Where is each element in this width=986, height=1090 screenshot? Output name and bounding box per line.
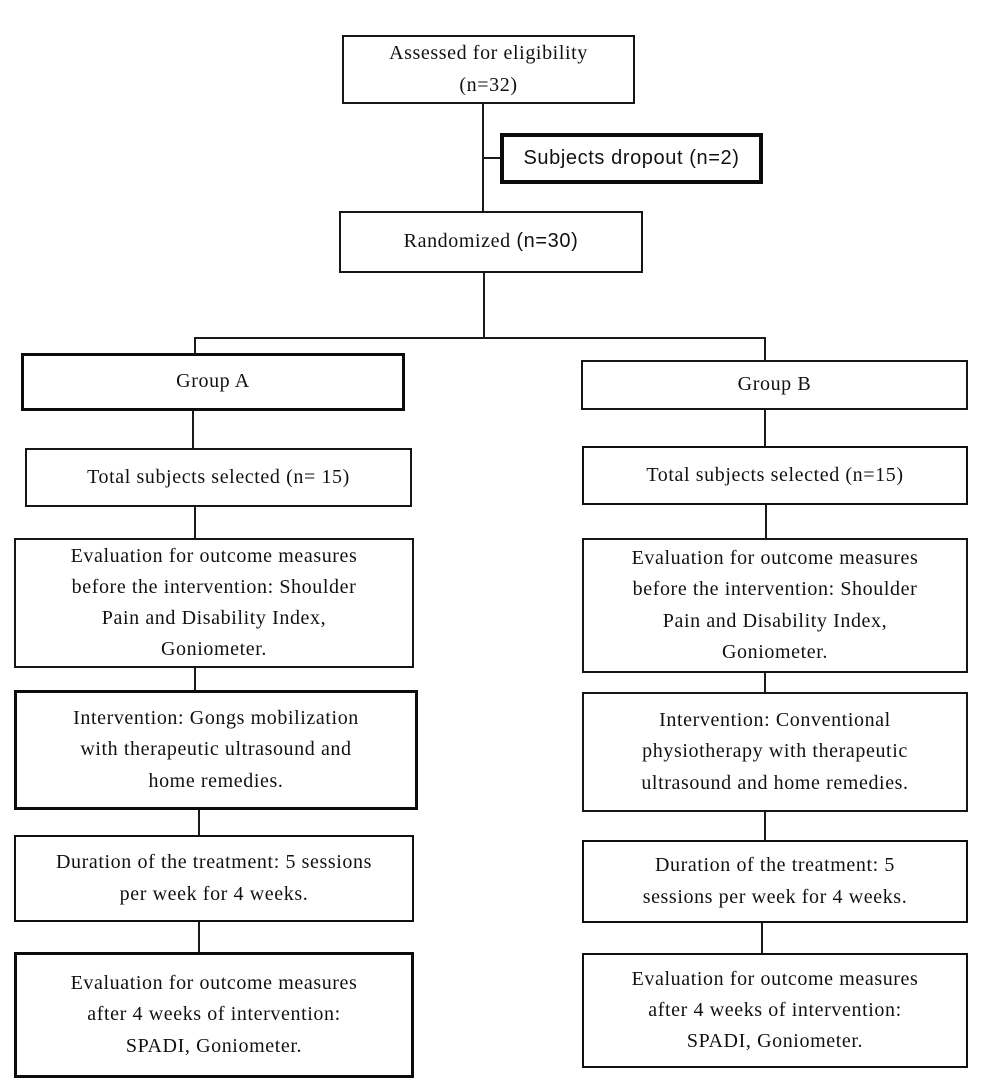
box-group-b-evaluation-before: Evaluation for outcome measures before t… (582, 538, 968, 673)
box-group-b-total-subjects: Total subjects selected (n=15) (582, 446, 968, 505)
box-randomized: Randomized (n=30) (339, 211, 643, 273)
branch-tick-group-a (194, 337, 196, 354)
connector-a-total-to-evalbefore (194, 507, 196, 539)
box-group-a-duration: Duration of the treatment: 5 sessions pe… (14, 835, 414, 922)
randomized-label-n: (n=30) (516, 230, 579, 253)
connector-a-duration-to-evalafter (198, 922, 200, 953)
branch-tick-group-b (764, 337, 766, 361)
box-subjects-dropout: Subjects dropout (n=2) (500, 133, 763, 184)
box-group-a-title: Group A (21, 353, 405, 411)
connector-b-intervention-to-duration (764, 812, 766, 841)
group-b-evaluation-before-label: Evaluation for outcome measures before t… (631, 547, 919, 663)
branch-horizontal-line (194, 337, 766, 339)
group-a-total-subjects-label: Total subjects selected (n= 15) (87, 465, 350, 488)
connector-b-total-to-evalbefore (765, 505, 767, 539)
connector-a-group-to-total (192, 410, 194, 448)
connector-b-evalbefore-to-intervention (764, 673, 766, 693)
group-b-intervention-label: Intervention: Conventional physiotherapy… (641, 709, 909, 794)
group-b-evaluation-after-label: Evaluation for outcome measures after 4 … (631, 967, 919, 1053)
group-b-duration-label: Duration of the treatment: 5 sessions pe… (642, 854, 908, 908)
subjects-dropout-label: Subjects dropout (n=2) (523, 146, 740, 169)
group-a-evaluation-after-label: Evaluation for outcome measures after 4 … (70, 972, 358, 1057)
group-a-evaluation-before-label: Evaluation for outcome measures before t… (70, 544, 358, 661)
box-group-a-total-subjects: Total subjects selected (n= 15) (25, 448, 412, 507)
connector-a-intervention-to-duration (198, 810, 200, 836)
connector-to-dropout (482, 157, 501, 159)
box-group-a-evaluation-before: Evaluation for outcome measures before t… (14, 538, 414, 668)
connector-randomized-to-branch (483, 273, 485, 338)
connector-b-group-to-total (764, 410, 766, 447)
group-a-duration-label: Duration of the treatment: 5 sessions pe… (55, 851, 373, 905)
connector-a-evalbefore-to-intervention (194, 668, 196, 691)
box-group-b-intervention: Intervention: Conventional physiotherapy… (582, 692, 968, 812)
box-group-a-evaluation-after: Evaluation for outcome measures after 4 … (14, 952, 414, 1078)
group-a-intervention-label: Intervention: Gongs mobilization with th… (73, 707, 359, 792)
group-b-title-label: Group B (737, 373, 812, 396)
connector-b-duration-to-evalafter (761, 922, 763, 954)
box-group-a-intervention: Intervention: Gongs mobilization with th… (14, 690, 418, 810)
box-assessed-eligibility: Assessed for eligibility (n=32) (342, 35, 635, 104)
randomized-label: Randomized (n=30) (398, 226, 585, 257)
box-group-b-title: Group B (581, 360, 968, 410)
box-group-b-evaluation-after: Evaluation for outcome measures after 4 … (582, 953, 968, 1068)
group-a-title-label: Group A (176, 370, 250, 393)
assessed-eligibility-label: Assessed for eligibility (n=32) (389, 42, 588, 96)
randomized-label-main: Randomized (403, 230, 511, 253)
box-group-b-duration: Duration of the treatment: 5 sessions pe… (582, 840, 968, 923)
group-b-total-subjects-label: Total subjects selected (n=15) (646, 463, 904, 486)
